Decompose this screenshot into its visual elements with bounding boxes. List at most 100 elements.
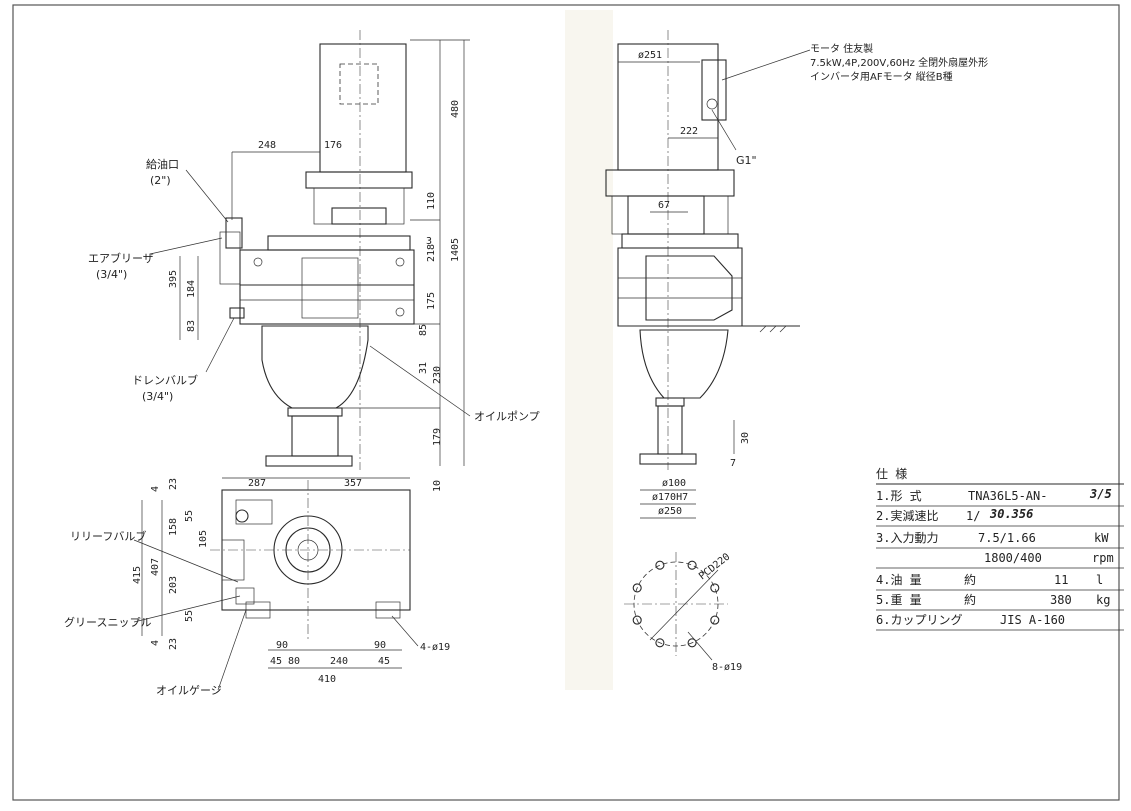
dim-1405: 1405 xyxy=(450,238,461,262)
bolt-hole xyxy=(655,638,665,648)
oil-inlet-label: 給油口 xyxy=(146,157,179,171)
dim-410: 410 xyxy=(318,674,336,685)
motor-note-line3: インバータ用AFモータ 縦径B種 xyxy=(810,70,953,83)
dim-415: 415 xyxy=(132,566,143,584)
air-breather-size: (3/4") xyxy=(96,268,127,281)
spec-row-2-hand: 30.356 xyxy=(989,507,1033,521)
dim-31: 31 xyxy=(418,362,429,374)
relief-valve-label: リリーフバルブ xyxy=(70,529,146,543)
dim-105: 105 xyxy=(198,530,209,548)
dim-230: 230 xyxy=(432,366,443,384)
spec-row-6-label: 5.重 量 xyxy=(876,593,922,607)
oil-inlet-size: (2") xyxy=(150,174,171,187)
flange-holes-label: 8-ø19 xyxy=(712,662,742,673)
oil-pump-label: オイルポンプ xyxy=(474,410,540,423)
spec-row-4-value: 1800/400 xyxy=(984,551,1042,565)
scan-shade xyxy=(565,10,613,690)
spec-row-1-label: 1.形 式 xyxy=(876,489,922,503)
g1-label: G1" xyxy=(736,154,757,167)
spec-row-2-label: 2.実減速比 xyxy=(876,508,938,523)
dim-357: 357 xyxy=(344,478,362,489)
spec-row-6-unit: kg xyxy=(1096,593,1110,607)
spec-row-6-amount: 380 xyxy=(1050,593,1072,607)
spec-row-6-value: 約 xyxy=(964,592,976,607)
motor-note-line1: モータ 住友製 xyxy=(810,42,873,55)
dim-85: 85 xyxy=(418,324,429,336)
dim-23a: 23 xyxy=(168,478,179,490)
spec-row-3-value: 7.5/1.66 xyxy=(978,531,1036,545)
drain-valve-label: ドレンバルブ xyxy=(132,373,198,387)
spec-row-5-label: 4.油 量 xyxy=(876,573,922,587)
bolt-hole xyxy=(710,583,720,593)
spec-row-5-amount: 11 xyxy=(1054,573,1068,587)
front-view xyxy=(179,30,470,470)
flange-holes xyxy=(632,560,720,648)
dim-222: 222 xyxy=(680,126,698,137)
drain-valve-size: (3/4") xyxy=(142,390,173,403)
dim-3: 3 xyxy=(426,236,432,247)
air-breather-label: エアブリーザ xyxy=(88,251,154,265)
holes-4-19: 4-ø19 xyxy=(420,642,450,653)
dim-90b: 90 xyxy=(374,640,386,651)
dim-55a: 55 xyxy=(184,510,195,522)
side-dimensions: ø251 222 67 30 7 ø100 ø170H7 ø250 G1" xyxy=(638,50,757,517)
plan-callouts: リリーフバルブ グリースニップル オイルゲージ xyxy=(64,529,247,697)
spec-table: 仕 様 1.形 式 TNA36L5-AN- 3/5 2.実減速比 1/ 30.3… xyxy=(876,467,1124,631)
spec-row-1-hand: 3/5 xyxy=(1089,487,1112,501)
oil-gauge-label: オイルゲージ xyxy=(156,684,222,697)
spec-row-1-value: TNA36L5-AN- xyxy=(968,489,1047,503)
dim-158: 158 xyxy=(168,518,179,536)
spec-row-7-label: 6.カップリング xyxy=(876,613,962,627)
dim-55b: 55 xyxy=(184,610,195,622)
dim-203: 203 xyxy=(168,576,179,594)
dim-67: 67 xyxy=(658,200,670,211)
front-callouts: 給油口 (2") エアブリーザ (3/4") ドレンバルブ (3/4") オイル… xyxy=(88,157,540,423)
bolt-hole xyxy=(632,615,642,625)
bolt-hole xyxy=(687,560,697,570)
bolt-hole xyxy=(687,638,697,648)
dim-30: 30 xyxy=(740,432,751,444)
bolt-hole xyxy=(655,560,665,570)
spec-row-5-value: 約 xyxy=(964,572,976,587)
dim-23b: 23 xyxy=(168,638,179,650)
plan-dimensions: 4 23 55 158 105 415 407 203 55 23 4 287 … xyxy=(132,478,450,685)
dim-110: 110 xyxy=(426,192,437,210)
dim-176: 176 xyxy=(324,140,342,151)
dim-480: 480 xyxy=(450,100,461,118)
spec-row-2-value: 1/ xyxy=(966,509,980,523)
side-view xyxy=(605,30,811,519)
dim-184: 184 xyxy=(186,280,197,298)
terminal-box-hidden xyxy=(339,63,379,105)
front-dimensions: 480 248 176 110 3 218 1405 395 184 83 17… xyxy=(168,100,461,492)
spec-row-3-unit: kW xyxy=(1094,531,1109,545)
grease-nipple-label: グリースニップル xyxy=(64,615,151,629)
dim-7: 7 xyxy=(730,458,736,469)
dim-d250: ø250 xyxy=(658,506,682,517)
side-terminal-box xyxy=(701,59,727,121)
plan-view xyxy=(141,477,411,669)
spec-row-7-value: JIS A-160 xyxy=(1000,613,1065,627)
dim-83: 83 xyxy=(186,320,197,332)
dim-179: 179 xyxy=(432,428,443,446)
motor-note: モータ 住友製 7.5kW,4P,200V,60Hz 全閉外扇屋外形 インバータ… xyxy=(810,42,988,83)
dim-90a: 90 xyxy=(276,640,288,651)
dim-d251: ø251 xyxy=(638,50,662,61)
dim-407: 407 xyxy=(150,558,161,576)
dim-287: 287 xyxy=(248,478,266,489)
dim-395: 395 xyxy=(168,270,179,288)
dim-240: 240 xyxy=(330,656,348,667)
bolt-hole xyxy=(710,615,720,625)
dim-45b: 45 xyxy=(378,656,390,667)
dim-d170: ø170H7 xyxy=(652,492,688,503)
dim-45a: 45 xyxy=(270,656,282,667)
dim-10: 10 xyxy=(432,480,443,492)
spec-row-5-unit: l xyxy=(1096,573,1103,587)
motor-note-line2: 7.5kW,4P,200V,60Hz 全閉外扇屋外形 xyxy=(810,56,988,69)
dim-d100: ø100 xyxy=(662,478,686,489)
dim-4b: 4 xyxy=(150,640,161,646)
dim-218: 218 xyxy=(426,244,437,262)
dim-4a: 4 xyxy=(150,486,161,492)
dim-248: 248 xyxy=(258,140,276,151)
